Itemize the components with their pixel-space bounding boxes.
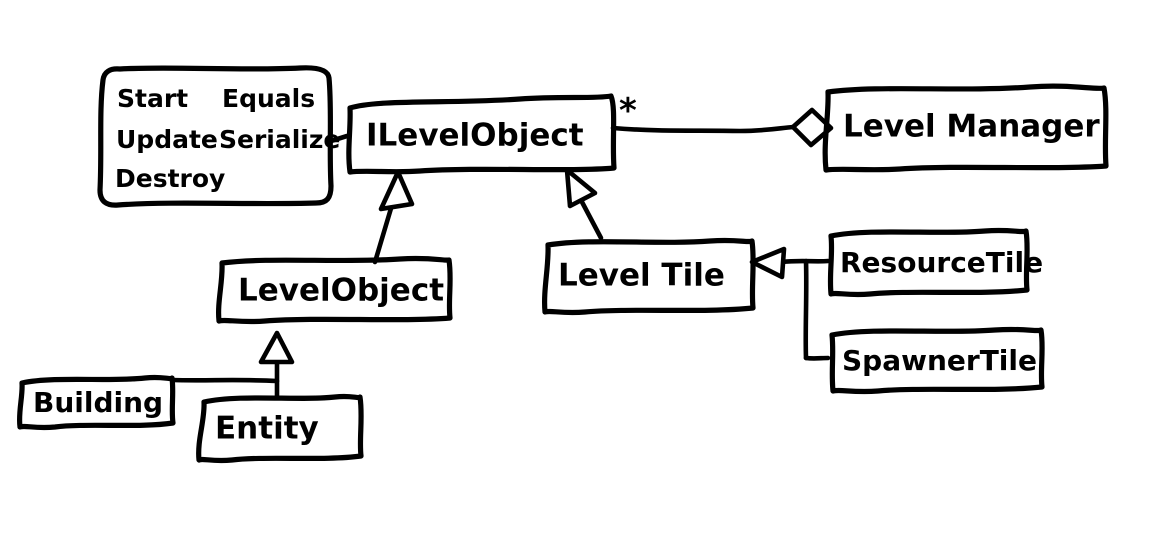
node-label-spawnertile: SpawnerTile [842,344,1037,377]
node-leveltile[interactable]: Level Tile [542,237,756,316]
node-levelmanager[interactable]: Level Manager [822,83,1109,173]
method-update: Update [116,125,218,154]
node-label-levelobject: LevelObject [238,273,444,309]
edge-building-entity-to-levelobject [169,330,295,401]
inheritance-triangle-leveltile [564,167,598,209]
inheritance-triangle-levelobject [378,169,415,212]
node-label-building: Building [33,386,163,419]
edge-tiles-to-leveltile [749,246,831,361]
node-label-leveltile: Level Tile [558,258,725,294]
edge-levelobject-to-ilevelobject [372,169,415,265]
node-entity[interactable]: Entity [196,393,364,464]
method-equals: Equals [222,84,315,113]
multiplicity-star: * [619,91,637,131]
node-label-ilevelobject: ILevelObject [366,118,584,154]
node-methods-box[interactable]: Start Equals Update Serialize Destroy [97,65,340,208]
node-building[interactable]: Building [16,374,176,431]
method-serialize: Serialize [219,125,340,154]
edge-leveltile-to-ilevelobject [564,167,604,241]
node-label-resourcetile: ResourceTile [840,246,1043,279]
node-levelobject[interactable]: LevelObject [215,255,453,325]
node-resourcetile[interactable]: ResourceTile [827,227,1043,298]
aggregation-diamond [790,107,834,148]
inheritance-triangle-levelobject-children [258,330,295,365]
edge-ilevelobject-to-levelmanager [610,107,834,148]
edge-methods-to-ilevelobject [328,133,350,144]
node-label-levelmanager: Level Manager [843,109,1100,145]
inheritance-triangle-leveltile-children [749,246,787,280]
method-destroy: Destroy [115,164,225,193]
node-spawnertile[interactable]: SpawnerTile [829,326,1045,395]
node-ilevelobject[interactable]: ILevelObject [346,93,617,175]
node-label-entity: Entity [215,411,319,447]
method-start: Start [117,84,188,113]
